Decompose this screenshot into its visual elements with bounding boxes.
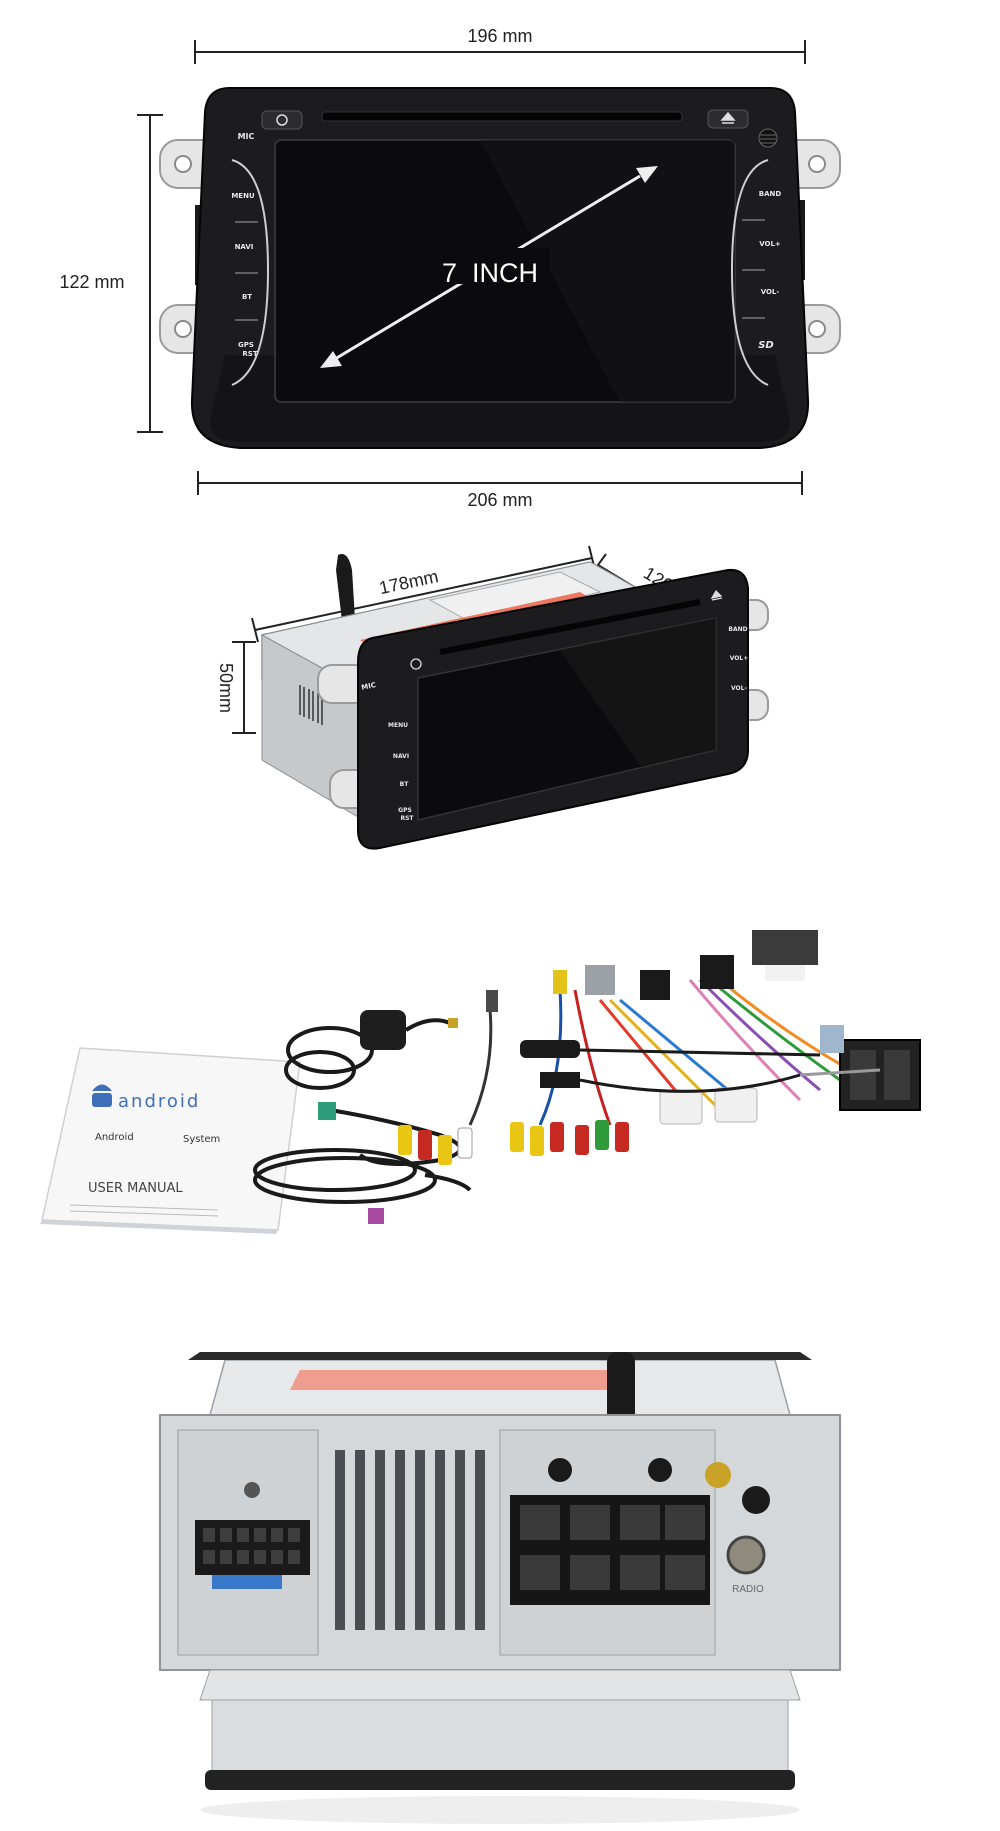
side-view-section: 178mm 126mm 50mm — [0, 530, 1000, 1000]
power-button[interactable] — [261, 110, 303, 130]
rear-view-illustration: RADIO — [159, 1352, 841, 1824]
front-width-bottom-label: 206 mm — [467, 490, 532, 510]
antenna-adapter-cable-icon — [520, 1025, 881, 1093]
rear-view-section: RADIO — [0, 1330, 1000, 1831]
side-gps-button[interactable]: GPS — [398, 807, 412, 814]
vol-down-button[interactable]: VOL- — [761, 288, 780, 296]
front-view-illustration: 196 mm 122 mm 206 mm — [59, 26, 841, 510]
rca-cable-bundle-icon — [468, 970, 612, 1126]
gps-button[interactable]: GPS — [238, 341, 254, 349]
band-button[interactable]: BAND — [759, 190, 782, 198]
navi-button[interactable]: NAVI — [235, 243, 254, 251]
front-view-section: 196 mm 122 mm 206 mm — [0, 0, 1000, 510]
menu-button[interactable]: MENU — [231, 192, 255, 200]
eject-icon — [720, 111, 736, 124]
rst-button[interactable]: RST — [242, 350, 257, 358]
side-height-label: 50mm — [216, 663, 236, 713]
vol-up-button[interactable]: VOL+ — [759, 240, 781, 248]
usb-cable-icon — [253, 1148, 472, 1224]
iso-connector-icon — [839, 1039, 921, 1111]
manual-brand: android — [118, 1091, 200, 1112]
power-icon — [410, 658, 422, 670]
gps-socket-icon — [705, 1462, 731, 1488]
accessories-section: android Android System USER MANUAL — [0, 930, 1000, 1290]
speaker-grill-icon — [758, 128, 778, 148]
sd-card-slot-label: SD — [758, 340, 774, 351]
side-rst-button[interactable]: RST — [400, 815, 414, 822]
heat-sink-vents — [335, 1450, 485, 1630]
front-height-label: 122 mm — [59, 272, 124, 292]
side-menu-button[interactable]: MENU — [388, 722, 408, 729]
user-manual-booklet: android Android System USER MANUAL — [40, 1047, 301, 1234]
fuse-icon — [212, 1575, 282, 1589]
front-width-top-label: 196 mm — [467, 26, 532, 46]
side-mic-label: MIC — [361, 681, 377, 692]
accessories-illustration: android Android System USER MANUAL — [40, 930, 921, 1234]
bt-button[interactable]: BT — [242, 293, 252, 301]
side-navi-button[interactable]: NAVI — [393, 753, 409, 760]
radio-label: RADIO — [732, 1584, 764, 1595]
eject-icon — [710, 589, 723, 601]
side-vol-down-button[interactable]: VOL- — [731, 685, 747, 692]
screen-size-label: 7 INCH — [442, 258, 538, 288]
manual-subtitle-right: System — [183, 1134, 220, 1145]
side-band-button[interactable]: BAND — [728, 626, 747, 633]
radio-antenna-socket-icon — [726, 1535, 766, 1575]
side-view-illustration: 178mm 126mm 50mm — [216, 545, 769, 850]
manual-title: USER MANUAL — [88, 1181, 183, 1196]
power-icon — [276, 114, 288, 126]
android-robot-icon — [92, 1084, 112, 1107]
side-vol-up-button[interactable]: VOL+ — [730, 655, 749, 662]
gps-antenna-icon — [284, 1010, 458, 1090]
manual-subtitle-left: Android — [95, 1132, 134, 1143]
side-bt-button[interactable]: BT — [400, 781, 410, 788]
mic-label: MIC — [238, 132, 255, 141]
